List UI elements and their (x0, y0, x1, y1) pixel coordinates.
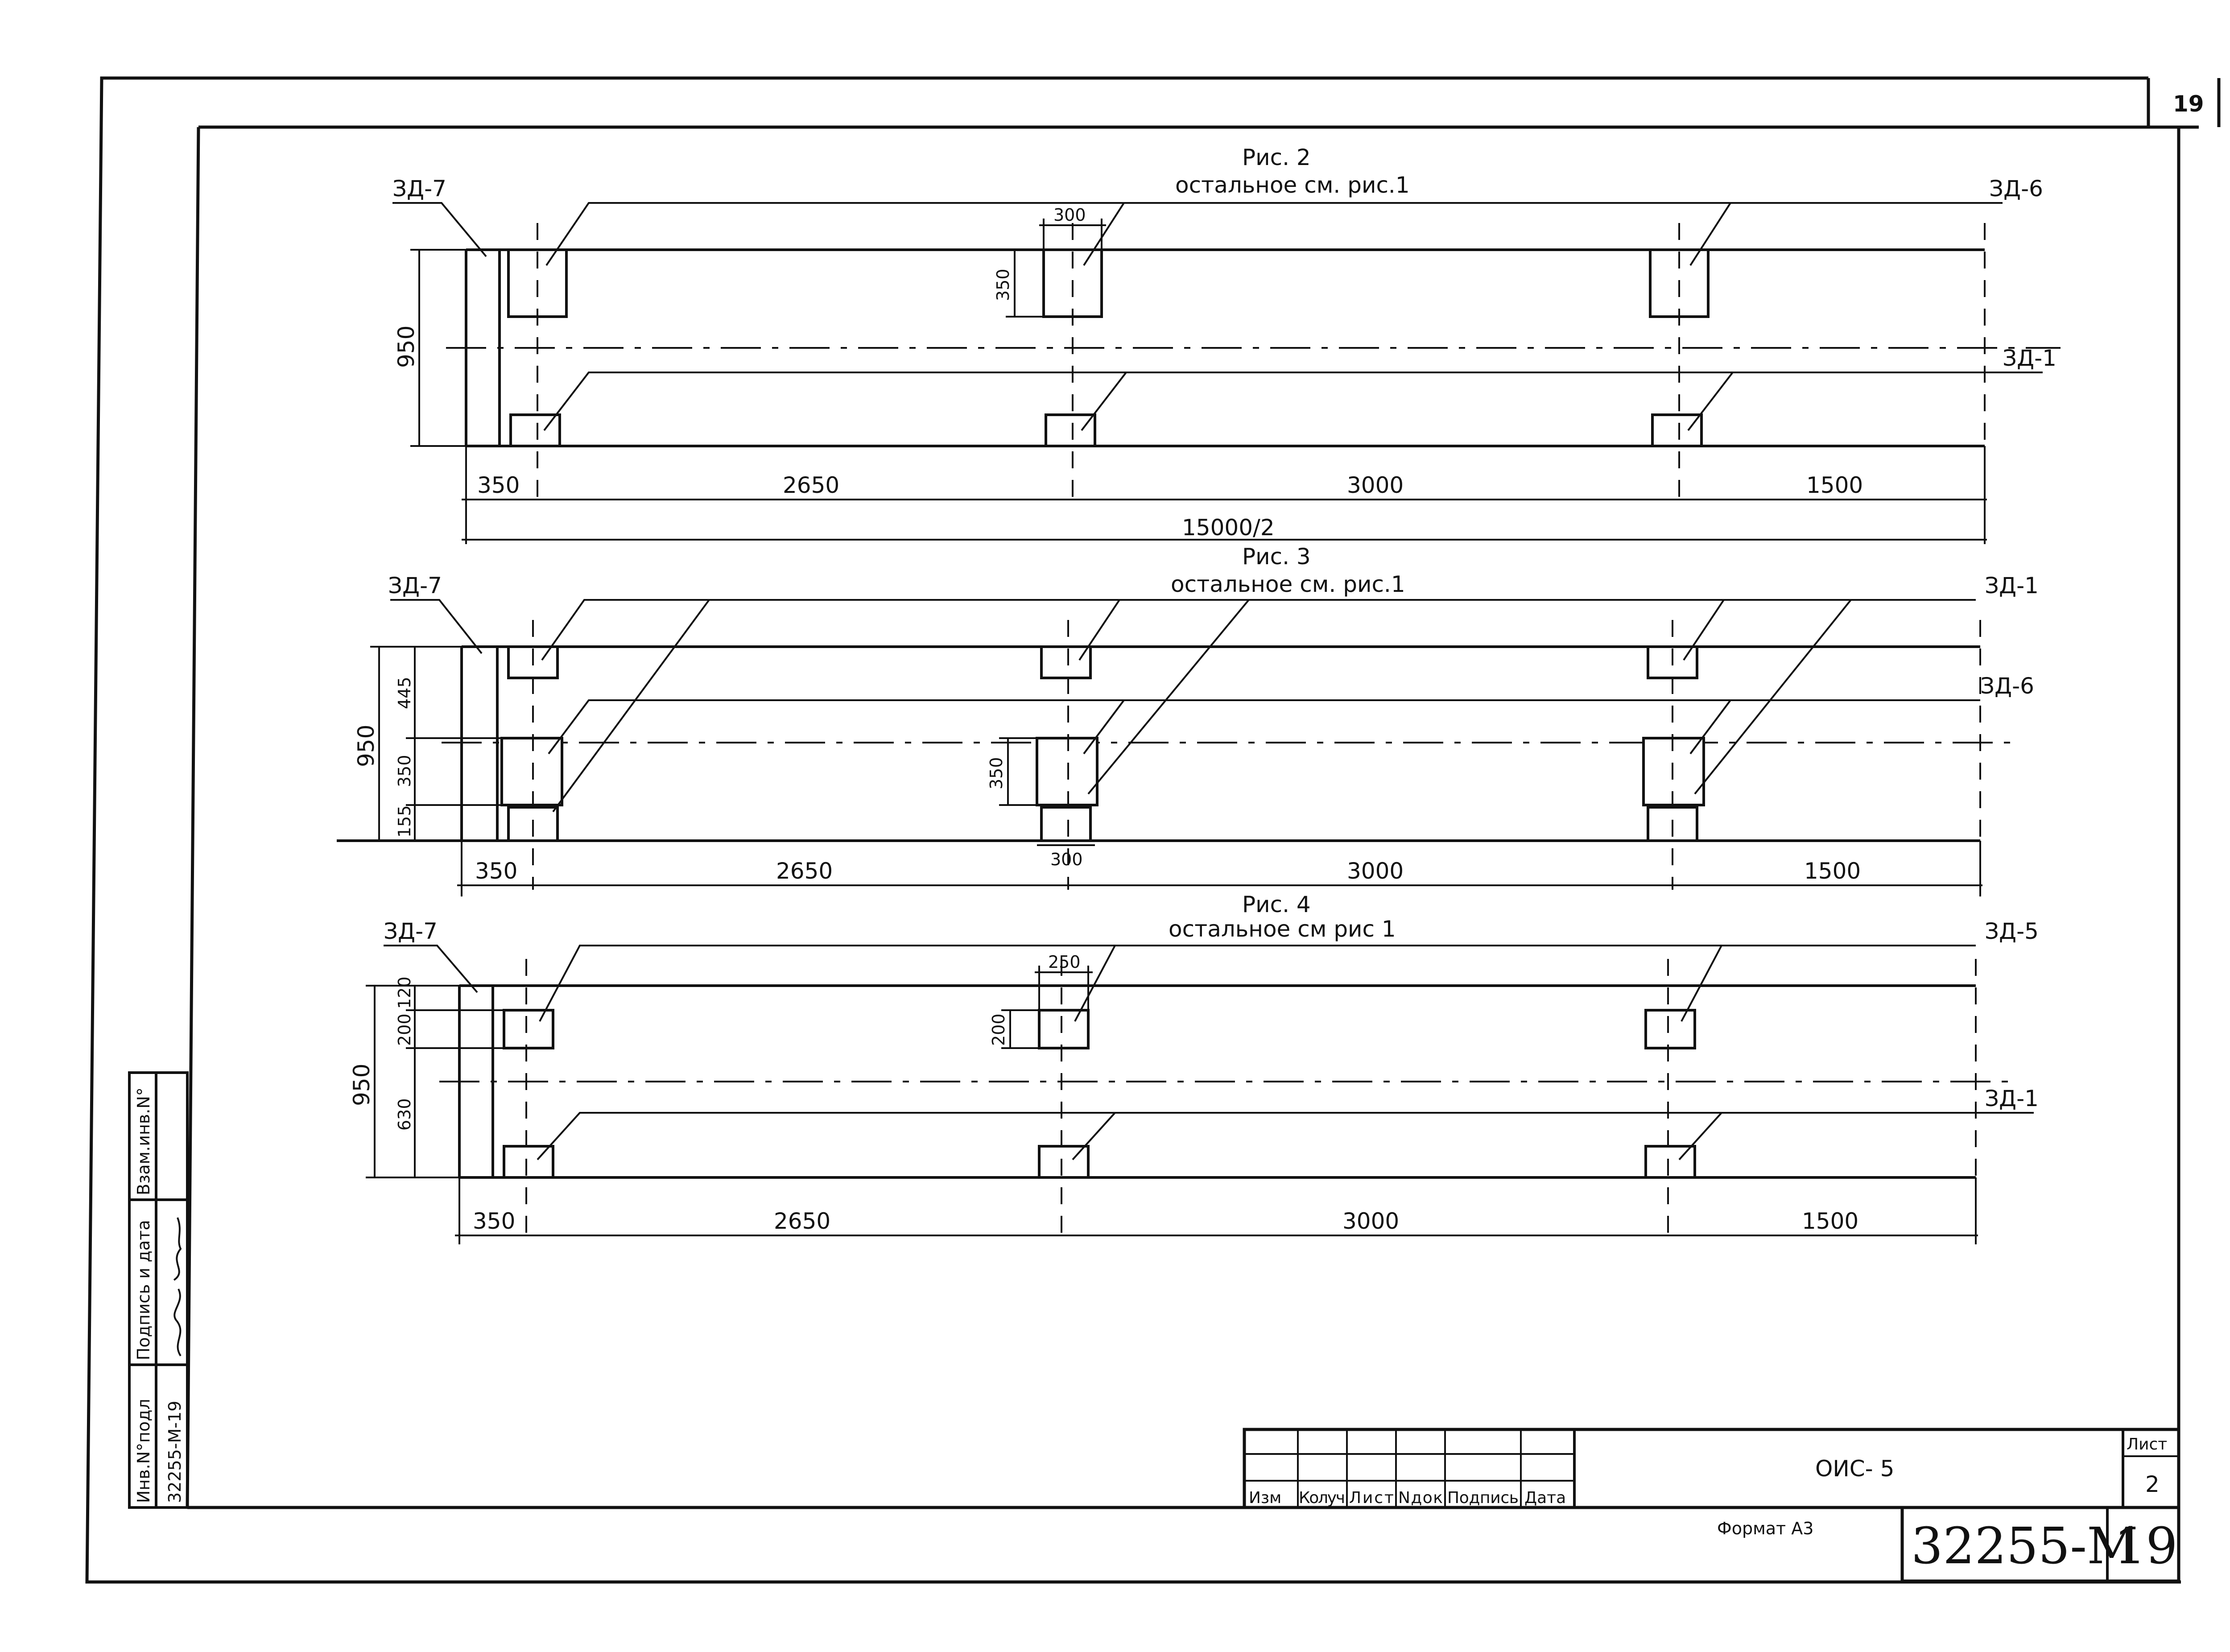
side-stamp-sign-label: Подпись и дата (134, 1220, 153, 1360)
figure-4-label-zd1: ЗД-1 (1985, 1086, 2039, 1111)
figure-4-span-2: 2650 (774, 1208, 830, 1234)
stamp-header-koluch: Колуч (1299, 1489, 1345, 1507)
stamp-sheet-label: Лист (2127, 1435, 2167, 1454)
figure-3-dim-mid-box-h: 350 (987, 757, 1006, 789)
figure-4-dim-upper: 120 (395, 976, 414, 1009)
figure-3-subtitle: остальное см. рис.1 (1171, 571, 1405, 597)
figure-3-dim-box-w: 300 (1050, 850, 1083, 869)
side-stamp: Инв.N°подл 32255-М-19 Подпись и дата Вза… (128, 1071, 189, 1509)
figure-3-label-zd7: ЗД-7 (388, 573, 442, 599)
figure-3-label-zd1: ЗД-1 (1985, 573, 2039, 599)
figure-2-dim-box-h: 350 (993, 268, 1013, 301)
figure-2-dim-box-w: 300 (1053, 205, 1086, 225)
figure-3-label-zd6: ЗД-6 (1980, 673, 2034, 699)
figure-4: Рис. 4 остальное см рис 1 ЗД-7 ЗД-5 ЗД-1… (349, 892, 2039, 1244)
handwritten-signature (173, 1217, 182, 1357)
figure-4-span-1: 350 (473, 1208, 515, 1234)
figure-2: Рис. 2 остальное см. рис.1 ЗД-7 ЗД-6 (392, 145, 2061, 544)
stamp-sheet-value: 2 (2145, 1471, 2160, 1497)
figure-4-subtitle: остальное см рис 1 (1169, 916, 1396, 942)
figure-4-title: Рис. 4 (1242, 892, 1311, 917)
stamp-header-ndok: Nдок (1398, 1489, 1443, 1507)
figure-4-dim-box-w: 250 (1048, 952, 1081, 972)
figure-4-dim-height: 950 (349, 1064, 375, 1106)
figure-3-span-4: 1500 (1804, 858, 1861, 884)
figure-2-subtitle: остальное см. рис.1 (1175, 172, 1410, 198)
stamp-header-izm: Изм (1249, 1489, 1281, 1507)
figure-2-span-1: 350 (477, 472, 520, 498)
figure-3-span-2: 2650 (776, 858, 833, 884)
figure-2-label-zd1: ЗД-1 (2003, 345, 2057, 371)
stamp-designation: ОИС- 5 (1815, 1456, 1894, 1482)
side-stamp-inv-label: Инв.N°подл (134, 1399, 153, 1503)
figure-3-span-1: 350 (475, 858, 517, 884)
figure-4-span-3: 3000 (1342, 1208, 1399, 1234)
figure-4-span-4: 1500 (1802, 1208, 1858, 1234)
figure-3-title: Рис. 3 (1242, 544, 1311, 570)
figure-3-span-3: 3000 (1347, 858, 1404, 884)
figure-2-label-zd7: ЗД-7 (392, 176, 446, 202)
figure-2-dim-height: 950 (393, 326, 419, 368)
side-stamp-inv-value: 32255-М-19 (165, 1401, 185, 1503)
figure-2-span-3: 3000 (1347, 472, 1404, 498)
figure-3-dim-box-h: 350 (395, 755, 414, 787)
figure-3-dim-height: 950 (353, 725, 379, 767)
figure-4-dim-mid-box-h: 200 (989, 1013, 1008, 1046)
side-stamp-vzam-label: Взам.инв.N° (134, 1087, 153, 1195)
figure-3: Рис. 3 остальное см. рис.1 (337, 544, 2039, 896)
sheet-frames (85, 76, 2221, 1584)
figure-4-label-zd5: ЗД-5 (1985, 918, 2039, 944)
stamp-page-number: 19 (2114, 1517, 2178, 1575)
figure-3-dim-upper: 445 (395, 677, 414, 709)
corner-sheet-number: 19 (2173, 91, 2204, 117)
stamp-doc-number: 32255-М (1911, 1517, 2138, 1575)
figure-2-dim-total: 15000/2 (1182, 515, 1275, 541)
stamp-header-list: Лист (1349, 1489, 1394, 1507)
figure-2-span-4: 1500 (1806, 472, 1863, 498)
title-block: Изм Колуч Лист Nдок Подпись Дата ОИС- 5 … (1243, 1428, 2180, 1583)
figure-4-dim-lower: 630 (395, 1098, 414, 1131)
figure-2-label-zd6: ЗД-6 (1989, 176, 2043, 202)
figure-4-dim-box-h: 200 (395, 1013, 414, 1046)
figure-2-span-2: 2650 (783, 472, 839, 498)
stamp-header-podpis: Подпись (1447, 1489, 1519, 1507)
stamp-format: Формат А3 (1717, 1519, 1813, 1538)
figure-4-label-zd7: ЗД-7 (384, 918, 438, 944)
figure-3-dim-lower: 155 (395, 805, 414, 838)
stamp-header-data: Дата (1524, 1489, 1566, 1507)
figure-2-title: Рис. 2 (1242, 145, 1311, 170)
